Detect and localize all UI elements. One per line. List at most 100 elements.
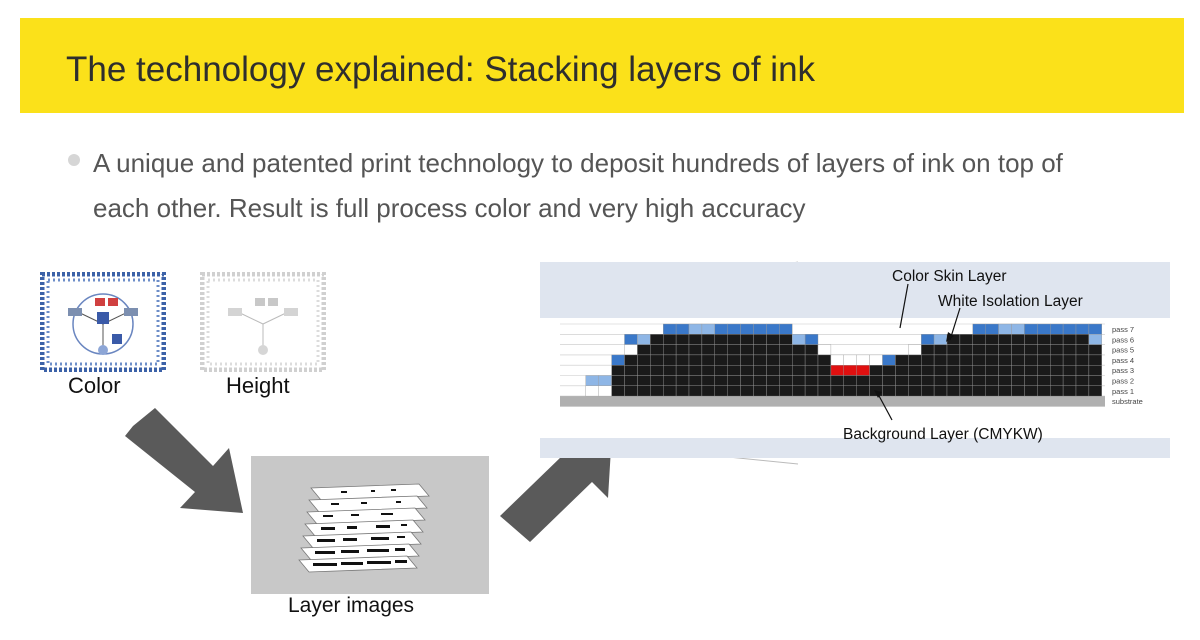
ink-cell — [830, 364, 844, 376]
ink-cell — [1024, 334, 1038, 345]
ink-cell — [998, 375, 1012, 387]
ink-cell — [959, 344, 973, 356]
ink-cell — [972, 334, 986, 345]
ink-cell — [1024, 385, 1038, 397]
ink-cell — [985, 364, 999, 376]
ink-cell — [701, 385, 715, 397]
ink-cell — [959, 375, 973, 387]
ink-cell — [662, 344, 677, 356]
ink-cell — [985, 385, 999, 397]
ink-cell — [869, 364, 883, 376]
ink-cell — [1024, 323, 1038, 335]
ink-cell — [985, 344, 999, 356]
color-thumbnail — [40, 272, 166, 372]
ink-cell — [714, 364, 728, 376]
ink-cell — [998, 354, 1012, 366]
row-label: pass 1 — [1112, 387, 1134, 396]
ink-cell — [624, 334, 638, 345]
ink-cell — [766, 344, 780, 356]
ink-cell — [675, 385, 690, 397]
ink-cell — [1050, 344, 1064, 356]
ink-cell — [908, 354, 922, 366]
ink-cell — [882, 375, 896, 387]
ink-cell — [688, 375, 703, 387]
ink-cell — [1011, 344, 1025, 356]
row-label: pass 3 — [1112, 366, 1134, 375]
row-label: pass 6 — [1112, 335, 1134, 344]
ink-cell — [895, 385, 909, 397]
ink-cell — [869, 375, 883, 387]
ink-cell — [1075, 364, 1090, 376]
ink-cell — [701, 344, 715, 356]
ink-cell — [1062, 334, 1077, 345]
ink-cell — [637, 375, 651, 387]
bullet-text: A unique and patented print technology t… — [93, 148, 1063, 223]
ink-cell — [908, 375, 922, 387]
ink-cell — [1062, 354, 1077, 366]
ink-cell — [1050, 364, 1064, 376]
ink-cell — [817, 385, 832, 397]
row-label: pass 2 — [1112, 377, 1134, 386]
ink-cell — [714, 344, 728, 356]
ink-cell — [959, 334, 973, 345]
ink-cell — [779, 385, 793, 397]
ink-cell — [753, 354, 767, 366]
ink-cell — [662, 375, 677, 387]
ink-cell — [779, 364, 793, 376]
ink-cell — [740, 375, 754, 387]
ink-cell — [766, 334, 780, 345]
ink-cell — [972, 323, 986, 335]
white-isolation-layer-label: White Isolation Layer — [938, 293, 1083, 310]
ink-cell — [650, 385, 664, 397]
ink-cell — [1037, 375, 1051, 387]
ink-cell — [779, 375, 793, 387]
ink-cell — [1088, 364, 1103, 376]
ink-cell — [921, 385, 935, 397]
ink-cell — [895, 364, 909, 376]
ink-cell — [972, 344, 986, 356]
ink-cell — [972, 354, 986, 366]
ink-cell — [753, 323, 767, 335]
ink-cell — [1088, 334, 1103, 345]
row-label: substrate — [1112, 397, 1143, 406]
ink-cell — [675, 323, 690, 335]
ink-cell — [740, 364, 754, 376]
ink-cell — [843, 354, 857, 366]
ink-cell — [611, 385, 625, 397]
ink-cell — [856, 354, 870, 366]
ink-cell — [779, 354, 793, 366]
ink-cell — [753, 385, 767, 397]
ink-cell — [650, 364, 664, 376]
ink-cell — [985, 323, 999, 335]
ink-cell — [908, 364, 922, 376]
ink-cell — [908, 385, 922, 397]
ink-cell — [624, 364, 638, 376]
ink-cell — [1062, 323, 1077, 335]
ink-cell — [946, 385, 961, 397]
layer-images-label: Layer images — [288, 594, 415, 617]
ink-cell — [1024, 354, 1038, 366]
ink-cell — [856, 385, 870, 397]
ink-cell — [985, 334, 999, 345]
ink-cell — [714, 354, 728, 366]
ink-cell — [972, 385, 986, 397]
row-label: pass 5 — [1112, 346, 1134, 355]
ink-cell — [585, 385, 599, 397]
ink-cell — [946, 364, 961, 376]
ink-cell — [675, 375, 690, 387]
ink-cell — [611, 364, 625, 376]
ink-cell — [1050, 385, 1064, 397]
ink-cell — [662, 323, 677, 335]
ink-cell — [637, 364, 651, 376]
ink-cell — [585, 375, 599, 387]
ink-cell — [1050, 323, 1064, 335]
ink-cell — [1037, 344, 1051, 356]
ink-cell — [1088, 354, 1103, 366]
ink-cell — [933, 375, 948, 387]
ink-cell — [714, 385, 728, 397]
ink-cell — [1062, 375, 1077, 387]
ink-cell — [972, 375, 986, 387]
layer-stack-icon — [298, 483, 430, 573]
ink-cell — [804, 385, 819, 397]
